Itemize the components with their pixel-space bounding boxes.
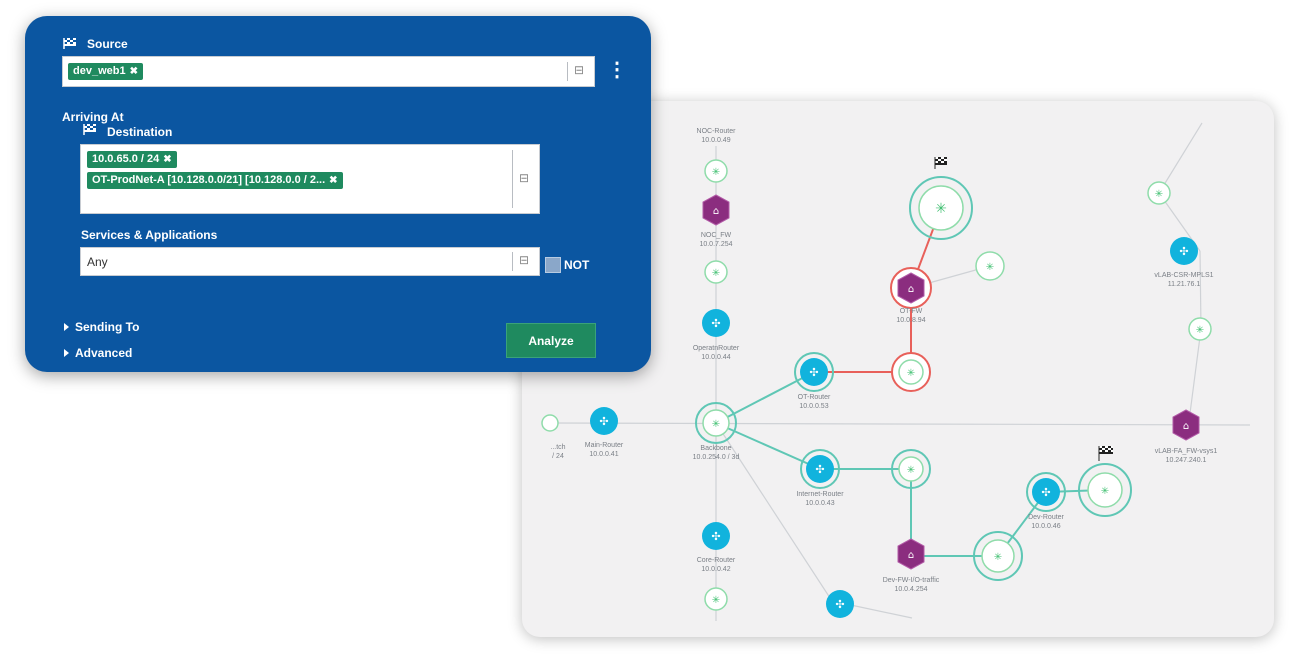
divider [512, 252, 513, 271]
svg-text:10.0.0.43: 10.0.0.43 [805, 500, 834, 507]
address-picker-icon[interactable]: ⊟ [519, 171, 530, 185]
svg-text:⌂: ⌂ [1183, 421, 1189, 432]
svg-text:✳: ✳ [712, 419, 720, 430]
svg-text:✳: ✳ [907, 465, 915, 476]
svg-text:Internet-Router: Internet-Router [796, 491, 844, 498]
svg-text:✳: ✳ [1196, 325, 1204, 336]
svg-text:✳: ✳ [712, 268, 720, 279]
caret-right-icon [64, 322, 69, 331]
node-label: NOC-Router [697, 128, 737, 135]
svg-text:10.0.254.0 / 3d: 10.0.254.0 / 3d [693, 454, 740, 461]
svg-text:✣: ✣ [815, 463, 824, 476]
checkered-flag-icon [934, 157, 1113, 461]
svg-text:✳: ✳ [1101, 486, 1109, 497]
svg-text:10.0.0.41: 10.0.0.41 [589, 451, 618, 458]
svg-text:✣: ✣ [711, 530, 720, 543]
svg-text:✣: ✣ [1041, 486, 1050, 499]
analyze-button[interactable]: Analyze [506, 323, 596, 358]
svg-text:OT-FW: OT-FW [900, 308, 923, 315]
arriving-at-label: Arriving At [62, 110, 124, 124]
firewall-icon [702, 194, 1200, 570]
svg-text:10.0.0.46: 10.0.0.46 [1031, 523, 1060, 530]
svg-text:Main-Router: Main-Router [585, 442, 624, 449]
svg-text:✣: ✣ [835, 598, 844, 611]
destination-label: Destination [107, 125, 173, 139]
svg-text:✳: ✳ [1155, 189, 1163, 200]
destination-field[interactable]: 10.0.65.0 / 24✖ OT-ProdNet-A [10.128.0.0… [80, 144, 540, 214]
svg-text:10.247.240.1: 10.247.240.1 [1166, 457, 1207, 464]
svg-text:Backbone: Backbone [700, 445, 731, 452]
source-chip[interactable]: dev_web1✖ [68, 63, 143, 80]
not-checkbox[interactable] [545, 257, 561, 273]
svg-text:...tch: ...tch [550, 444, 565, 451]
svg-text:Core-Router: Core-Router [697, 557, 736, 564]
path-query-panel: Source dev_web1✖ ⊟ ⋮ Arriving At Destina… [25, 16, 651, 372]
svg-text:Dev-Router: Dev-Router [1028, 514, 1064, 521]
svg-text:vLAB-FA_FW-vsys1: vLAB-FA_FW-vsys1 [1155, 448, 1218, 455]
svg-text:10.0.7.254: 10.0.7.254 [699, 241, 732, 248]
svg-text:✣: ✣ [1179, 245, 1188, 258]
checkered-flag-icon [83, 122, 97, 135]
svg-text:/ 24: / 24 [552, 453, 564, 460]
checkered-flag-icon [63, 36, 77, 49]
sending-to-toggle[interactable]: Sending To [64, 318, 139, 336]
caret-right-icon [64, 348, 69, 357]
svg-text:✳: ✳ [712, 167, 720, 178]
services-label: Services & Applications [81, 228, 218, 242]
address-picker-icon[interactable]: ⊟ [519, 253, 530, 267]
svg-text:✳: ✳ [907, 368, 915, 379]
destination-chip[interactable]: 10.0.65.0 / 24✖ [87, 151, 177, 168]
svg-text:✣: ✣ [599, 415, 608, 428]
destination-chip[interactable]: OT-ProdNet-A [10.128.0.0/21] [10.128.0.0… [87, 172, 343, 189]
svg-text:10.0.4.254: 10.0.4.254 [894, 586, 927, 593]
svg-text:vLAB-CSR-MPLS1: vLAB-CSR-MPLS1 [1154, 272, 1213, 279]
address-picker-icon[interactable]: ⊟ [574, 63, 585, 77]
svg-text:✳: ✳ [994, 552, 1002, 563]
source-field[interactable]: dev_web1✖ ⊟ [62, 56, 595, 87]
svg-text:10.0.0.53: 10.0.0.53 [799, 403, 828, 410]
svg-text:⌂: ⌂ [908, 284, 914, 295]
svg-text:OperatnRouter: OperatnRouter [693, 345, 740, 352]
services-field[interactable]: Any ⊟ [80, 247, 540, 276]
svg-text:10.0.8.94: 10.0.8.94 [896, 317, 925, 324]
host-icon [541, 159, 1212, 611]
svg-text:✳: ✳ [986, 262, 994, 273]
svg-text:10.0.0.44: 10.0.0.44 [701, 354, 730, 361]
more-vert-icon[interactable]: ⋮ [607, 59, 627, 81]
svg-text:11.21.76.1: 11.21.76.1 [1168, 281, 1201, 288]
svg-text:⌂: ⌂ [908, 550, 914, 561]
svg-text:✳: ✳ [712, 595, 720, 606]
svg-text:10.0.0.49: 10.0.0.49 [701, 137, 730, 144]
router-icon [590, 237, 1198, 618]
topology-map[interactable]: ✣ ✣ ✣ ✣ ✣ ✣ ✣ ✣ ✳ ✳ ✳ ✳ ✳ ✳ ✳ ✳ ✳ ✳ ✳ ✳ ⌂ ⌂ ⌂ ⌂ [522, 101, 1274, 637]
svg-text:Dev-FW-I/O-traffic: Dev-FW-I/O-traffic [883, 577, 940, 584]
close-icon[interactable]: ✖ [129, 66, 138, 77]
svg-text:10.0.0.42: 10.0.0.42 [701, 566, 730, 573]
svg-text:✣: ✣ [711, 317, 720, 330]
divider [512, 150, 513, 208]
advanced-toggle[interactable]: Advanced [64, 344, 132, 362]
svg-text:OT-Router: OT-Router [798, 394, 831, 401]
source-label: Source [87, 37, 128, 51]
services-value: Any [87, 255, 108, 269]
svg-text:✳: ✳ [935, 201, 947, 217]
not-label: NOT [564, 258, 590, 272]
close-icon[interactable]: ✖ [163, 154, 172, 165]
svg-text:✣: ✣ [809, 366, 818, 379]
close-icon[interactable]: ✖ [329, 175, 338, 186]
svg-text:⌂: ⌂ [713, 206, 719, 217]
divider [567, 62, 568, 81]
svg-text:NOC_FW: NOC_FW [701, 232, 732, 239]
